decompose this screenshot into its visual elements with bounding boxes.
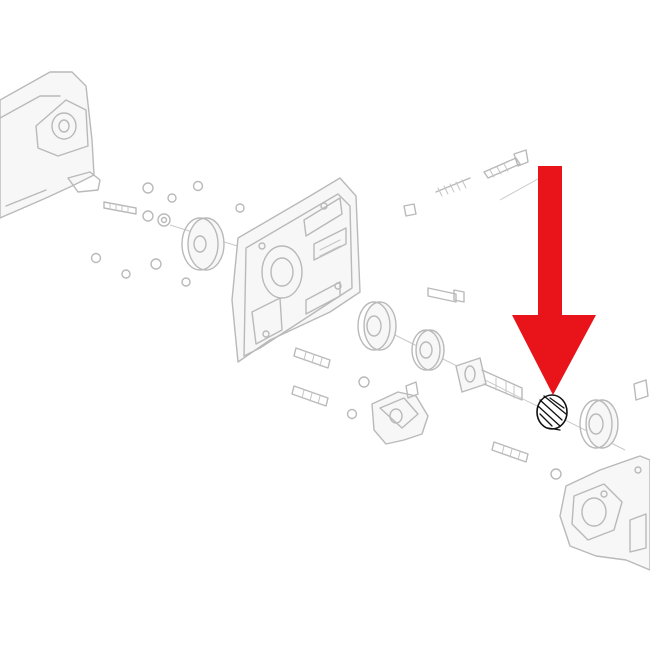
housing-plate (231, 177, 361, 363)
pointer-arrow (512, 166, 596, 395)
lower-left-screws (291, 347, 370, 420)
drive-shaft (455, 357, 523, 401)
bearing-2 (411, 329, 445, 371)
clutch-drum (181, 217, 225, 271)
sprocket-cover (0, 71, 101, 219)
bearing-1 (357, 301, 397, 351)
bearing-3 (579, 399, 619, 449)
oil-pump (371, 381, 429, 445)
lower-right-fasteners (491, 379, 649, 480)
worm-gear (536, 394, 568, 431)
upper-right-fasteners (403, 149, 529, 303)
crankcase-housing (559, 455, 650, 571)
left-fastener-group (90, 180, 245, 287)
